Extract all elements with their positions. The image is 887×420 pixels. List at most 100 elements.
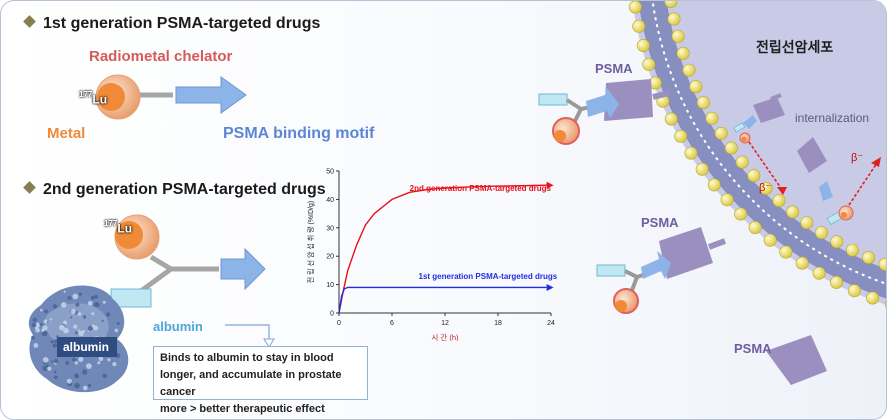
lipid-head xyxy=(734,207,748,221)
psma-label-1: PSMA xyxy=(595,61,633,76)
chart-series-label: 1st generation PSMA-targeted drugs xyxy=(419,272,558,281)
lipid-head xyxy=(884,300,886,309)
lipid-head xyxy=(636,38,650,52)
chart-series-label: 2nd generation PSMA-targeted drugs xyxy=(410,184,552,193)
chart-y-axis-label: 전 립 선 암 섭 취 량 (%ID/g) xyxy=(306,201,315,283)
lipid-heads-outer xyxy=(628,1,886,309)
lipid-head xyxy=(674,129,688,143)
cell-title: 전립선암세포 xyxy=(756,39,834,55)
metal-label: Metal xyxy=(47,125,86,142)
lipid-head xyxy=(684,146,698,160)
lipid-head xyxy=(724,141,738,155)
lipid-head xyxy=(664,112,678,126)
gen2-heading: 2nd generation PSMA-targeted drugs xyxy=(23,181,326,199)
lipid-head xyxy=(829,275,843,289)
drug-molecule-2 xyxy=(596,251,671,314)
chart-x-tick-label: 18 xyxy=(494,320,502,327)
lipid-head xyxy=(696,96,710,110)
psma-label-2: PSMA xyxy=(641,215,679,230)
beta-label-2: β⁻ xyxy=(851,152,864,164)
lipid-head xyxy=(632,19,646,33)
lipid-heads-inner xyxy=(664,1,886,271)
lipid-head xyxy=(814,226,828,240)
lipid-head xyxy=(720,193,734,207)
lipid-head xyxy=(642,57,656,71)
psma-receptor-1 xyxy=(604,79,653,121)
lipid-head xyxy=(800,216,814,230)
albumin-label: albumin xyxy=(153,319,203,334)
uptake-chart: 0 10 20 30 40 50 0 6 12 18 24 시 간 (h) 전 립 선 암 섭 취 량 … xyxy=(306,169,558,342)
lipid-head xyxy=(682,63,696,77)
bullet-diamond-icon xyxy=(23,15,36,28)
gen1-isotope-symbol: Lu xyxy=(92,92,108,107)
psma-receptor-2 xyxy=(659,227,713,279)
lipid-head xyxy=(786,205,800,219)
gen2-isotope-symbol: Lu xyxy=(117,221,133,236)
lipid-head xyxy=(628,1,642,14)
lipid-head xyxy=(705,111,719,125)
lipid-head xyxy=(759,181,773,195)
chart-x-axis-label: 시 간 (h) xyxy=(431,332,459,341)
lipid-head xyxy=(689,80,703,94)
gen2-molecule xyxy=(28,214,266,393)
albumin-protein-label: albumin xyxy=(63,340,110,354)
gen1-isotope: 177Lu xyxy=(79,90,107,108)
info-line: Binds to albumin to stay in blood xyxy=(160,352,334,364)
lipid-head xyxy=(847,284,861,298)
chelator-label: Radiometal chelator xyxy=(89,48,233,65)
lipid-head xyxy=(695,162,709,176)
chart-series-arrowhead xyxy=(546,283,554,291)
chart-x-tick-label: 24 xyxy=(547,320,555,327)
info-line: longer, and accumulate in prostate cance… xyxy=(160,369,342,398)
lipid-head xyxy=(862,251,876,265)
chart-y-tick-label: 50 xyxy=(326,169,334,176)
internalization-label: internalization xyxy=(795,111,870,125)
lipid-head xyxy=(830,235,844,249)
internalized-psma-1 xyxy=(733,93,787,195)
gen1-molecule xyxy=(95,74,247,120)
chart-y-tick-label: 10 xyxy=(326,282,334,289)
albumin-info-box: Binds to albumin to stay in blood longer… xyxy=(153,346,368,415)
lipid-head xyxy=(664,1,678,8)
chart-series-line xyxy=(338,286,547,314)
lipid-head xyxy=(707,178,721,192)
psma-receptor-3 xyxy=(766,335,827,385)
psma-label-3: PSMA xyxy=(734,341,772,356)
lipid-head xyxy=(795,256,809,270)
gen1-heading-text: 1st generation PSMA-targeted drugs xyxy=(43,15,321,32)
chart-series-arrowhead xyxy=(546,181,554,189)
chart-x-tick-label: 12 xyxy=(441,320,449,327)
info-line: more > better therapeutic effect xyxy=(160,403,325,415)
lipid-head xyxy=(878,257,886,271)
lipid-head xyxy=(667,12,681,26)
lipid-head xyxy=(748,221,762,235)
chart-y-tick-label: 0 xyxy=(330,311,334,318)
chart-y-tick-label: 40 xyxy=(326,197,334,204)
drug-molecule-1 xyxy=(538,88,619,145)
chart-series-line xyxy=(338,184,547,314)
lipid-head xyxy=(747,169,761,183)
lipid-head xyxy=(735,155,749,169)
chart-x-tick-label: 6 xyxy=(390,320,394,327)
lipid-head xyxy=(845,243,859,257)
albumin-texture xyxy=(31,290,121,391)
binding-motif-label: PSMA binding motif xyxy=(223,125,375,142)
lipid-head xyxy=(763,233,777,247)
gen2-isotope: 177Lu xyxy=(104,219,132,237)
chart-y-tick-label: 30 xyxy=(326,225,334,232)
bullet-diamond-icon xyxy=(23,181,36,194)
lipid-head xyxy=(779,245,793,259)
lipid-head xyxy=(676,46,690,60)
chart-x-tick-label: 0 xyxy=(337,320,341,327)
gen1-heading: 1st generation PSMA-targeted drugs xyxy=(23,15,321,33)
beta-label-1: β⁻ xyxy=(759,182,772,194)
lipid-head xyxy=(812,266,826,280)
gen1-isotope-mass: 177 xyxy=(79,90,93,99)
lipid-head xyxy=(714,126,728,140)
lipid-head xyxy=(772,194,786,208)
chart-y-tick-label: 20 xyxy=(326,254,334,261)
gen2-heading-text: 2nd generation PSMA-targeted drugs xyxy=(43,181,326,198)
lipid-head xyxy=(866,291,880,305)
